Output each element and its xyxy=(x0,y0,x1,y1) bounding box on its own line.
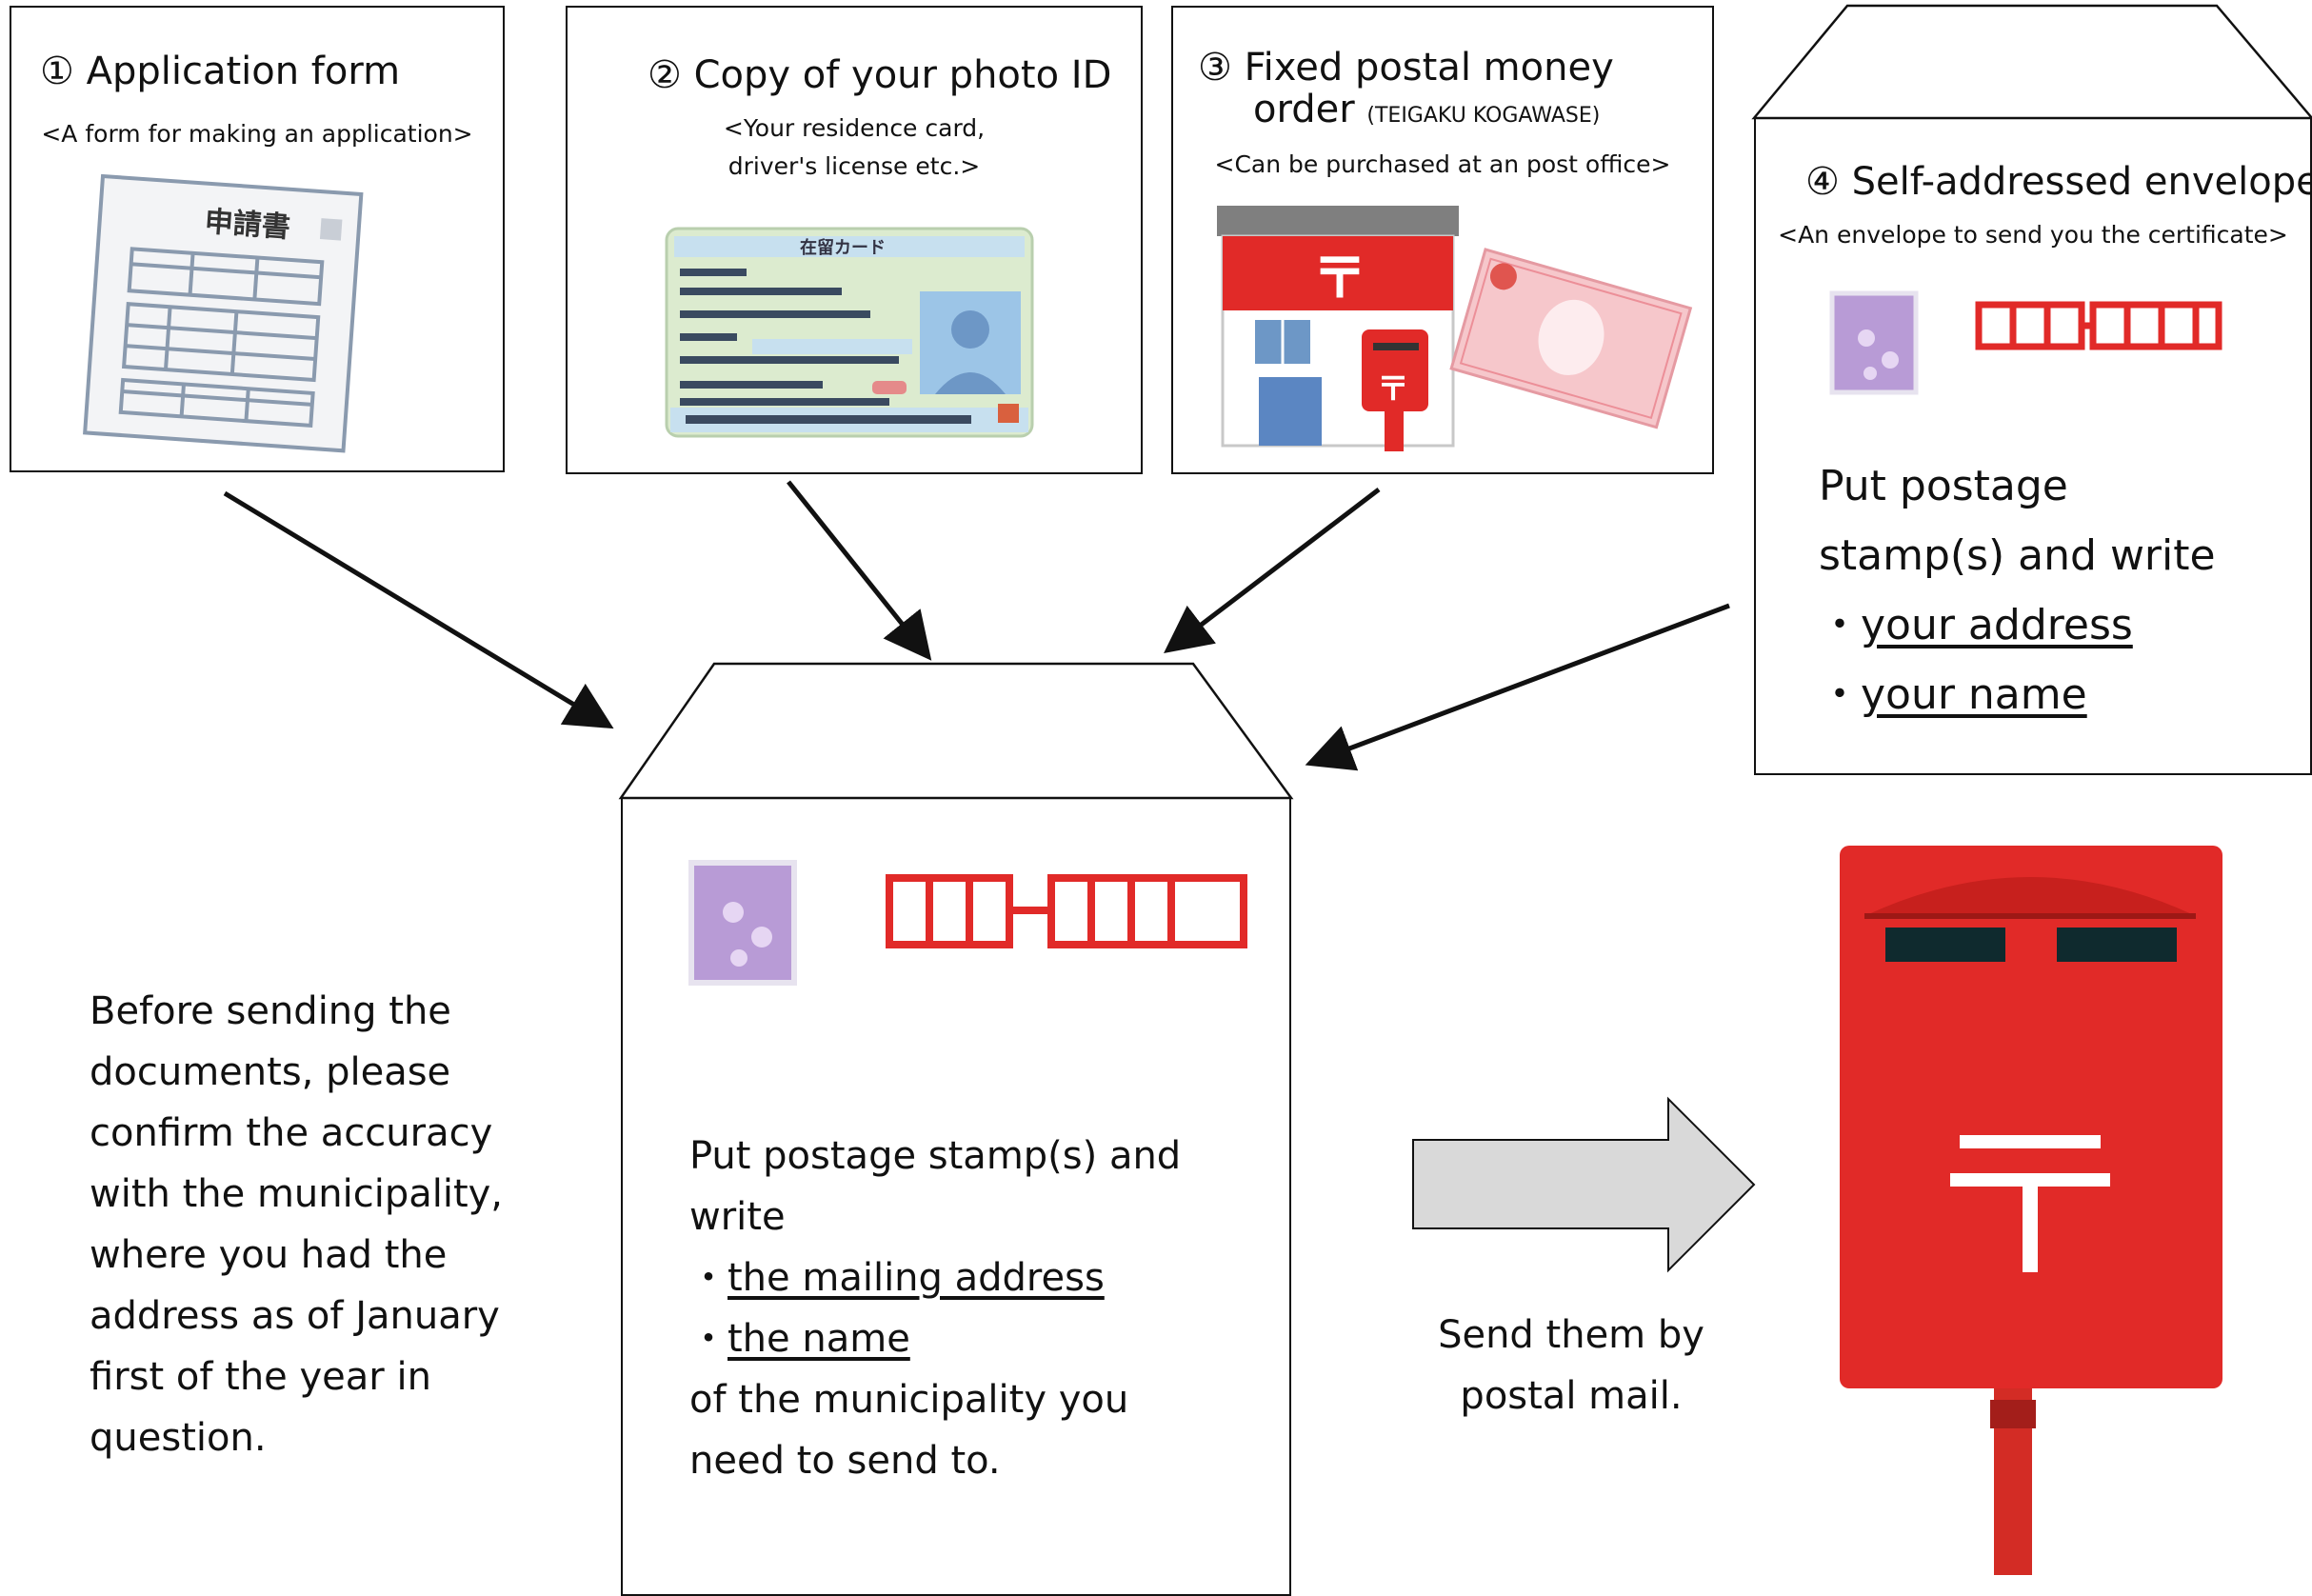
left-note: Before sending the documents, please con… xyxy=(90,981,503,1468)
your-name-text: your name xyxy=(1861,670,2087,719)
the-name-text: the name xyxy=(727,1317,910,1361)
application-form-icon: 申請書 xyxy=(83,173,364,453)
left-note-line: with the municipality, xyxy=(90,1172,504,1216)
left-note-line: question. xyxy=(90,1416,267,1460)
center-envelope-flap xyxy=(618,662,1294,800)
mailing-address-text: the mailing address xyxy=(727,1256,1105,1300)
postal-code-boxes-icon xyxy=(1975,301,2222,350)
card-label: 在留カード xyxy=(800,237,886,258)
money-order-title-line1: ③ Fixed postal money xyxy=(1198,46,1614,90)
center-envelope-bullet2: ・the name xyxy=(689,1308,1181,1369)
self-envelope-instructions: Put postage stamp(s) and write ・your add… xyxy=(1819,451,2216,729)
center-envelope-line1: Put postage stamp(s) and xyxy=(689,1134,1182,1178)
left-note-line: where you had the xyxy=(90,1233,448,1277)
left-note-line: Before sending the xyxy=(90,989,451,1033)
self-addressed-envelope-title: ④ Self-addressed envelope xyxy=(1805,160,2312,204)
self-addressed-envelope-panel: ④ Self-addressed envelope <An envelope t… xyxy=(1754,118,2312,775)
self-envelope-bullet2: ・your name xyxy=(1819,660,2216,729)
money-order-title-order: order xyxy=(1253,88,1355,131)
self-envelope-bullet1: ・your address xyxy=(1819,590,2216,660)
money-order-icon xyxy=(1449,248,1693,429)
bullet-mark: ・ xyxy=(689,1317,727,1361)
bullet-mark: ・ xyxy=(689,1256,727,1300)
send-note-line: postal mail. xyxy=(1460,1374,1683,1418)
left-note-line: documents, please xyxy=(90,1050,451,1094)
bullet-mark: ・ xyxy=(1819,601,1861,649)
left-note-line: first of the year in xyxy=(90,1355,431,1399)
send-note: Send them by postal mail. xyxy=(1419,1305,1724,1426)
center-envelope-bullet1: ・the mailing address xyxy=(689,1247,1181,1308)
photo-id-subtitle-line2: driver's license etc.> xyxy=(727,152,981,180)
money-order-title-note: (TEIGAKU KOGAWASE) xyxy=(1366,104,1601,128)
stamp-icon xyxy=(688,860,797,986)
bullet-mark: ・ xyxy=(1819,670,1861,719)
post-office-mark: 〒 xyxy=(1312,246,1367,310)
self-envelope-line1: Put postage xyxy=(1819,462,2068,510)
left-note-line: address as of January xyxy=(90,1294,500,1338)
self-addressed-envelope-subtitle: <An envelope to send you the certificate… xyxy=(1778,221,2288,249)
self-envelope-line2: stamp(s) and write xyxy=(1819,531,2216,580)
photo-id-title: ② Copy of your photo ID xyxy=(648,53,1112,97)
center-envelope-line5: of the municipality you xyxy=(689,1378,1129,1422)
center-envelope-instructions: Put postage stamp(s) and write ・the mail… xyxy=(689,1126,1181,1491)
send-arrow xyxy=(1412,1096,1756,1273)
postal-code-boxes-icon xyxy=(886,874,1247,948)
self-envelope-flap xyxy=(1751,4,2312,120)
center-envelope-line6: need to send to. xyxy=(689,1439,1001,1483)
left-note-line: confirm the accuracy xyxy=(90,1111,493,1155)
red-postbox-icon xyxy=(1840,846,2222,1575)
residence-card-icon: 在留カード xyxy=(665,227,1034,438)
your-address-text: your address xyxy=(1861,601,2133,649)
money-order-subtitle: <Can be purchased at an post office> xyxy=(1214,150,1671,178)
form-label: 申請書 xyxy=(204,206,291,245)
arrow-from-photo-id xyxy=(787,480,932,661)
arrow-from-application-form xyxy=(223,490,614,729)
postbox-mark: 〒 xyxy=(1377,370,1409,409)
post-office-icon: 〒 〒 xyxy=(1217,206,1459,451)
arrow-from-self-envelope xyxy=(1305,603,1730,771)
send-note-line: Send them by xyxy=(1438,1313,1704,1357)
application-form-title: ① Application form xyxy=(40,50,401,93)
stamp-icon xyxy=(1829,290,1919,395)
photo-id-subtitle-line1: <Your residence card, xyxy=(723,114,986,142)
application-form-subtitle: <A form for making an application> xyxy=(41,120,473,148)
money-order-title-line2: order (TEIGAKU KOGAWASE) xyxy=(1253,88,1600,131)
arrow-from-money-order xyxy=(1164,488,1381,654)
center-envelope-line2: write xyxy=(689,1195,786,1239)
